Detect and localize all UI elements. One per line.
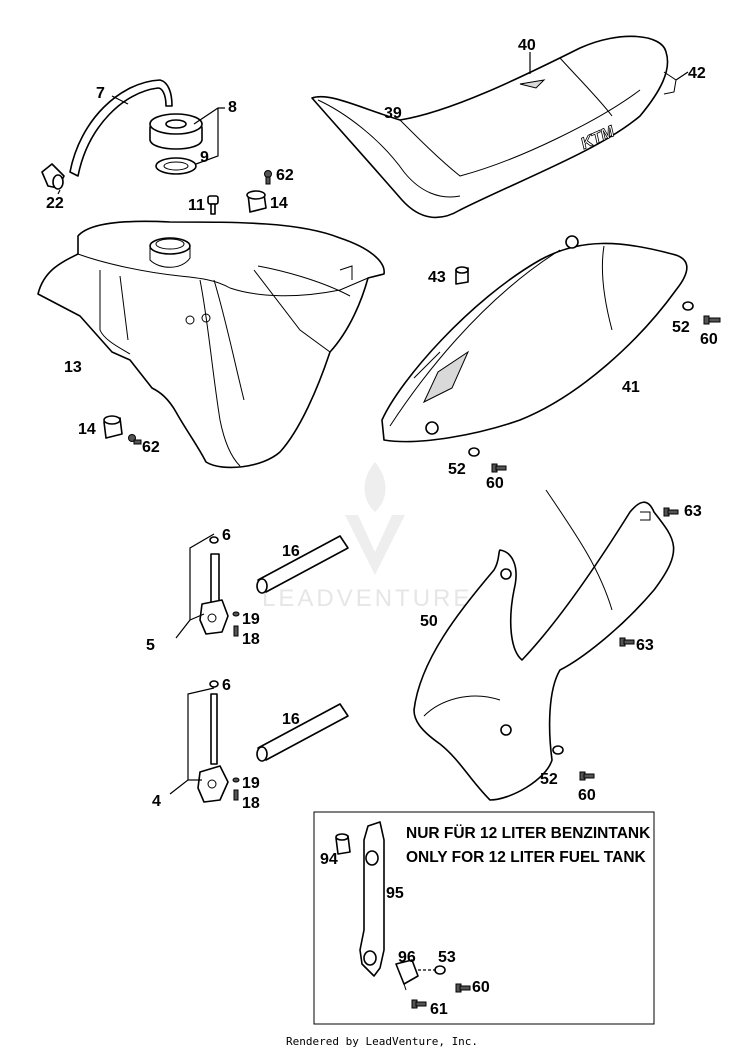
o-ring-6-upper-part[interactable] xyxy=(209,536,219,544)
grommet-43-part[interactable] xyxy=(455,266,469,285)
callout-7: 7 xyxy=(96,85,105,102)
washer-52-mid-part[interactable] xyxy=(468,447,480,457)
callout-18-lower: 18 xyxy=(242,795,260,812)
inset-note-line2: ONLY FOR 12 LITER FUEL TANK xyxy=(406,849,647,866)
screw-63-top-part[interactable] xyxy=(663,507,679,517)
callout-5: 5 xyxy=(146,637,155,654)
bushing-14-lower-part[interactable] xyxy=(103,415,123,439)
callout-52-mid: 52 xyxy=(448,461,466,478)
callout-labels: 7 8 9 22 62 11 14 13 14 62 40 42 39 43 5… xyxy=(46,37,718,1018)
bolt-60-mid-part[interactable] xyxy=(491,463,507,473)
washer-19-upper-part[interactable] xyxy=(232,611,240,617)
callout-9: 9 xyxy=(200,149,209,166)
callout-52-right: 52 xyxy=(672,319,690,336)
inset-12-liter-tank: NUR FÜR 12 LITER BENZINTANK ONLY FOR 12 … xyxy=(313,811,655,1025)
callout-16-lower: 16 xyxy=(282,711,300,728)
washer-53-part[interactable] xyxy=(434,965,446,975)
callout-19-lower: 19 xyxy=(242,775,260,792)
hose-elbow-part[interactable] xyxy=(41,163,65,190)
callout-41: 41 xyxy=(622,379,640,396)
inset-note-line1: NUR FÜR 12 LITER BENZINTANK xyxy=(406,825,651,842)
fuel-tap-5-part[interactable] xyxy=(199,553,229,635)
callout-43: 43 xyxy=(428,269,446,286)
callout-19-upper: 19 xyxy=(242,611,260,628)
seat-part[interactable]: KTM xyxy=(311,35,677,219)
callout-63-mid: 63 xyxy=(636,637,654,654)
callout-60-right: 60 xyxy=(700,331,718,348)
bolt-60-right-part[interactable] xyxy=(703,315,721,325)
callout-60-mid: 60 xyxy=(486,475,504,492)
fuel-tap-4-part[interactable] xyxy=(197,693,229,803)
callout-61: 61 xyxy=(430,1001,448,1018)
callout-62-lower: 62 xyxy=(142,439,160,456)
callout-18-upper: 18 xyxy=(242,631,260,648)
washer-52-right-part[interactable] xyxy=(682,301,694,311)
screw-62-top-part[interactable] xyxy=(264,170,272,185)
bolt-60-lower-part[interactable] xyxy=(579,771,595,781)
bracket-95-part[interactable] xyxy=(359,821,385,977)
callout-95: 95 xyxy=(386,885,404,902)
fuel-cap-part[interactable] xyxy=(149,113,203,150)
bushing-94-part[interactable] xyxy=(335,833,351,855)
callout-8: 8 xyxy=(228,99,237,116)
side-cover-41-part[interactable] xyxy=(381,235,688,443)
screw-18-upper-part[interactable] xyxy=(233,625,239,637)
callout-16-upper: 16 xyxy=(282,543,300,560)
fuel-line-16-upper-part[interactable] xyxy=(256,535,349,594)
fuel-tank-part[interactable] xyxy=(37,220,385,469)
callout-14-top: 14 xyxy=(270,195,288,212)
o-ring-6-lower-part[interactable] xyxy=(209,680,219,688)
callout-63-top: 63 xyxy=(684,503,702,520)
callout-42: 42 xyxy=(688,65,706,82)
watermark-text: LEADVENTURE xyxy=(262,585,472,612)
watermark-logo: LEADVENTURE xyxy=(262,462,472,612)
bolt-11-part[interactable] xyxy=(207,195,219,215)
bolt-60-inset-part[interactable] xyxy=(455,983,471,993)
footer-credit: Rendered by LeadVenture, Inc. xyxy=(286,1035,478,1048)
callout-22: 22 xyxy=(46,195,64,212)
fuel-line-16-lower-part[interactable] xyxy=(256,703,349,762)
callout-4: 4 xyxy=(152,793,161,810)
washer-19-lower-part[interactable] xyxy=(232,777,240,783)
callout-39: 39 xyxy=(384,105,402,122)
screw-18-lower-part[interactable] xyxy=(233,789,239,801)
leader-lines xyxy=(57,52,689,795)
screw-62-lower-part[interactable] xyxy=(128,434,142,445)
callout-60-inset: 60 xyxy=(472,979,490,996)
washer-52-lower-part[interactable] xyxy=(552,745,564,755)
callout-40: 40 xyxy=(518,37,536,54)
screw-61-part[interactable] xyxy=(411,999,427,1009)
cap-gasket-part[interactable] xyxy=(155,157,197,175)
callout-50: 50 xyxy=(420,613,438,630)
callout-13: 13 xyxy=(64,359,82,376)
callout-14-lower: 14 xyxy=(78,421,96,438)
callout-11: 11 xyxy=(188,197,205,214)
fuel-hose-part[interactable] xyxy=(69,79,173,177)
callout-62-top: 62 xyxy=(276,167,294,184)
callout-52-lower: 52 xyxy=(540,771,558,788)
callout-60-lower: 60 xyxy=(578,787,596,804)
callout-53: 53 xyxy=(438,949,456,966)
callout-6-upper: 6 xyxy=(222,527,231,544)
screw-63-mid-part[interactable] xyxy=(619,637,635,647)
side-cover-50-part[interactable] xyxy=(413,489,675,801)
callout-94: 94 xyxy=(320,851,338,868)
callout-96: 96 xyxy=(398,949,416,966)
callout-6-lower: 6 xyxy=(222,677,231,694)
bushing-14-top-part[interactable] xyxy=(246,190,267,213)
nut-96-part[interactable] xyxy=(395,959,419,991)
